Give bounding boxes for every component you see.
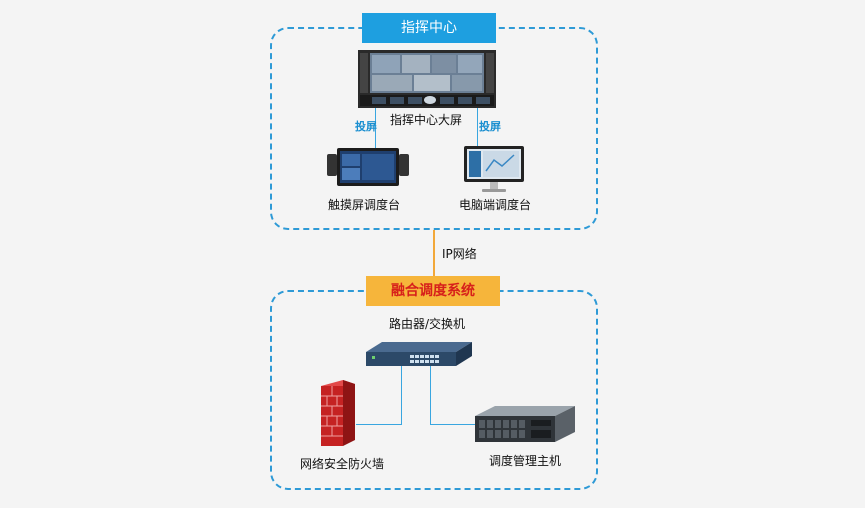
router-switch-image xyxy=(366,342,472,370)
big-screen-label: 指挥中心大屏 xyxy=(390,111,462,128)
command-center-title: 指挥中心 xyxy=(362,13,496,43)
pc-console-label: 电脑端调度台 xyxy=(459,196,531,213)
touch-console-label: 触摸屏调度台 xyxy=(328,196,400,213)
fusion-dispatch-title: 融合调度系统 xyxy=(366,276,500,306)
cast-label-right: 投屏 xyxy=(479,118,501,134)
server-image xyxy=(475,406,575,444)
firewall-label: 网络安全防火墙 xyxy=(300,455,384,472)
ip-network-label: IP网络 xyxy=(442,245,477,262)
switch-firewall-line-h xyxy=(356,424,402,425)
firewall-image xyxy=(321,380,355,446)
switch-server-line-v xyxy=(430,366,431,424)
cast-line-right xyxy=(477,108,478,146)
cast-label-left: 投屏 xyxy=(355,118,377,134)
video-wall-image xyxy=(358,50,496,108)
router-label: 路由器/交换机 xyxy=(389,315,465,332)
switch-server-line-h xyxy=(430,424,476,425)
touch-console-image xyxy=(327,148,409,188)
switch-firewall-line-v xyxy=(401,366,402,424)
server-label: 调度管理主机 xyxy=(489,452,561,469)
ip-network-line xyxy=(433,230,435,276)
pc-console-image xyxy=(464,146,524,194)
